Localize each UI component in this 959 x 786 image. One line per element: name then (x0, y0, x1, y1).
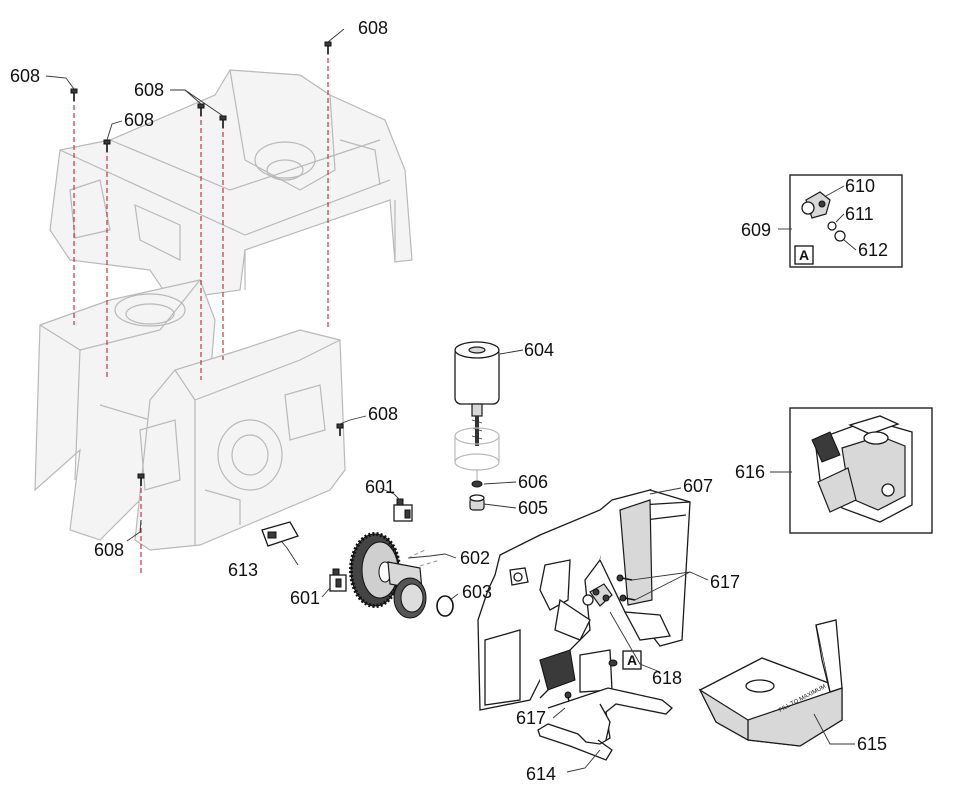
callout-617-lower: 617 (516, 708, 546, 728)
screws-617-upper (616, 574, 636, 602)
oring-611 (827, 221, 837, 231)
callout-615: 615 (857, 734, 887, 754)
callout-601-upper: 601 (365, 477, 395, 497)
callout-613: 613 (228, 560, 258, 580)
inset-616 (789, 407, 933, 534)
switch-601-lower (329, 568, 347, 592)
callout-608-mid: 608 (124, 110, 154, 130)
oring-612 (834, 230, 846, 242)
screw-617-b (619, 594, 636, 602)
screw-608-lower (137, 473, 145, 486)
callout-608-center: 608 (134, 80, 164, 100)
callout-608-right: 608 (368, 404, 398, 424)
screw-axes (73, 50, 329, 575)
callout-616: 616 (735, 462, 765, 482)
valve-618 (582, 583, 613, 607)
callout-606: 606 (518, 472, 548, 492)
housing-ghost-body (134, 329, 346, 551)
motor-604 (454, 341, 500, 446)
callout-607: 607 (683, 476, 713, 496)
callout-602: 602 (460, 548, 490, 568)
callout-609: 609 (741, 220, 771, 240)
side-frame-607 (477, 488, 691, 711)
callout-601-lower: 601 (290, 588, 320, 608)
bracket-614 (537, 687, 673, 761)
callout-608-top: 608 (358, 18, 388, 38)
callout-610: 610 (845, 176, 875, 196)
callout-611: 611 (845, 204, 874, 224)
callout-617-upper: 617 (710, 572, 740, 592)
oring-603 (436, 595, 454, 617)
motor-mount-rings (454, 427, 500, 480)
callout-612: 612 (858, 240, 888, 260)
callout-618: 618 (652, 668, 682, 688)
bushing-605 (469, 494, 485, 511)
housing-ghost-top (49, 69, 413, 301)
callout-604: 604 (524, 340, 554, 360)
screw-608-top (324, 41, 332, 54)
brew-unit-616 (811, 415, 913, 523)
callout-608-left: 608 (10, 66, 40, 86)
gear-602 (349, 532, 427, 619)
callout-603: 603 (462, 582, 492, 602)
oring-606 (471, 480, 483, 488)
valve-assembly-610 (801, 191, 831, 219)
svg-text:A: A (799, 247, 809, 263)
callout-labels: 608 608 608 608 608 608 604 606 605 601 … (10, 18, 888, 784)
switch-601-upper (393, 498, 413, 522)
callout-608-lower: 608 (94, 540, 124, 560)
drip-tray-615: FILL TO MAXIMUM (698, 619, 843, 747)
screw-617-a (616, 574, 633, 582)
screw-608-left (70, 88, 78, 101)
switch-housing-lower (539, 649, 576, 699)
callout-614: 614 (526, 764, 556, 784)
part-613 (261, 521, 299, 547)
detail-marker-a: A (622, 650, 642, 670)
leader-lines (45, 28, 857, 773)
callout-605: 605 (518, 498, 548, 518)
svg-text:A: A (627, 652, 637, 668)
inset-detail-609: A (789, 174, 903, 268)
